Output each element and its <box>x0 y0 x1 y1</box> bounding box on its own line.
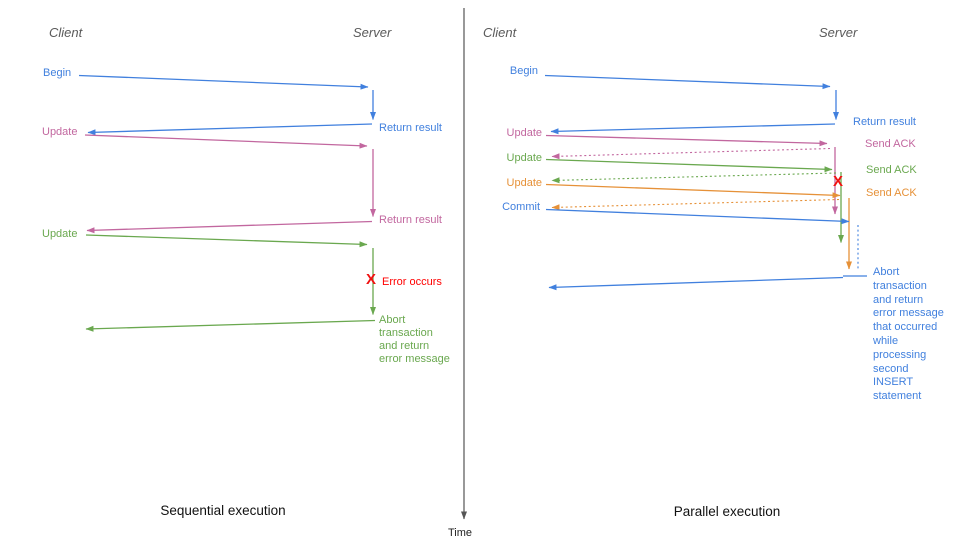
left-begin-label: Begin <box>43 67 72 79</box>
right-begin-label: Begin <box>509 65 538 77</box>
right-client-actor-label: Client <box>483 25 517 40</box>
right-send-ack-2-arrow <box>551 172 837 184</box>
right-server-actor-label: Server <box>819 25 858 40</box>
right-update-1-label: Update <box>506 126 542 139</box>
right-abort-return-arrow <box>548 276 844 291</box>
right-send-ack-3-arrow <box>551 198 840 211</box>
right-error-x-icon: X <box>833 173 844 190</box>
left-panel-arrows <box>78 74 376 332</box>
left-update-2-request-arrow <box>85 234 368 248</box>
right-panel-arrows <box>544 74 867 291</box>
right-send-ack-1-arrow <box>551 147 831 160</box>
right-commit-label: Commit <box>502 200 540 213</box>
time-axis-label: Time <box>448 527 473 539</box>
left-update-1-request-arrow <box>84 134 368 149</box>
right-send-ack-2-label: Send ACK <box>866 164 917 176</box>
left-abort-return-arrow <box>85 319 376 332</box>
left-panel-caption: Sequential execution <box>160 503 286 518</box>
right-update-1-request-arrow <box>545 134 828 147</box>
right-panel-caption: Parallel execution <box>673 504 781 519</box>
left-return-result-1-label: Return result <box>379 122 442 134</box>
right-commit-request-arrow <box>545 208 850 225</box>
left-return-result-2-arrow <box>86 220 373 234</box>
right-return-result-arrow <box>550 123 836 135</box>
right-begin-request-arrow <box>544 74 831 90</box>
left-error-x-icon: X <box>366 271 377 288</box>
right-update-3-label: Update <box>506 176 542 189</box>
right-send-ack-3-label: Send ACK <box>866 187 917 199</box>
right-abort-note: Abort transaction and return error messa… <box>873 266 944 403</box>
left-return-result-2-label: Return result <box>379 214 442 226</box>
right-update-2-request-arrow <box>545 158 833 173</box>
left-abort-note: Abort transaction and return error messa… <box>379 314 450 365</box>
left-error-label: Error occurs <box>382 276 442 288</box>
left-client-actor-label: Client <box>49 25 83 40</box>
left-server-actor-label: Server <box>353 25 392 40</box>
left-begin-request-arrow <box>78 74 369 90</box>
right-return-result-label: Return result <box>853 116 916 128</box>
right-update-2-label: Update <box>506 151 542 164</box>
left-update-2-label: Update <box>42 228 78 240</box>
left-update-1-label: Update <box>42 126 78 138</box>
left-return-result-1-arrow <box>87 123 373 136</box>
right-update-3-request-arrow <box>545 183 841 199</box>
right-send-ack-1-label: Send ACK <box>865 138 916 150</box>
